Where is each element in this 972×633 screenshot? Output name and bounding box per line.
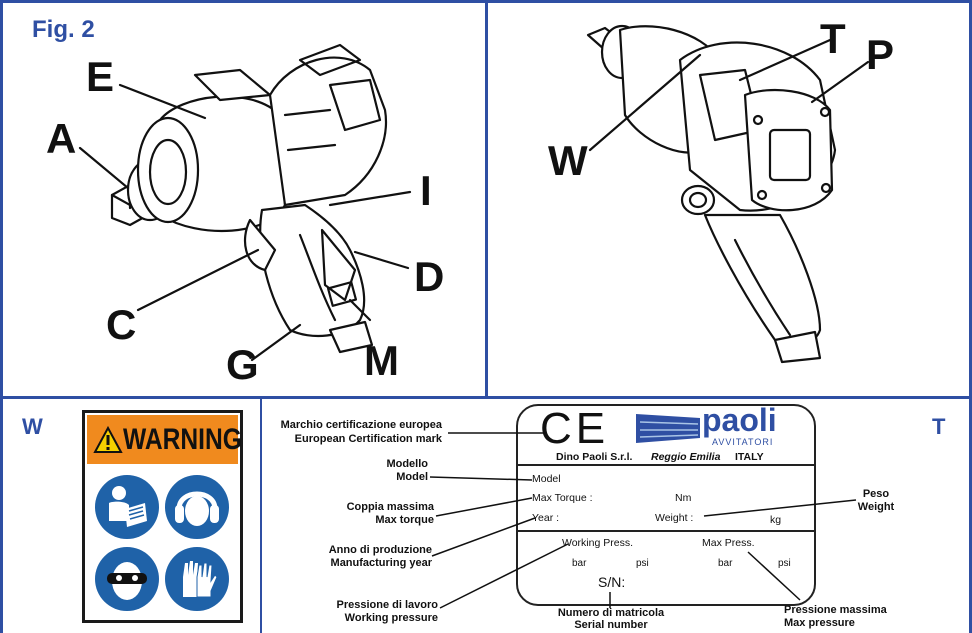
part-letter-d: D <box>414 253 445 300</box>
plate-company: Dino Paoli S.r.l. <box>556 451 633 463</box>
brand-name: paoli <box>702 402 777 438</box>
label-torque-en: Max torque <box>375 514 434 526</box>
label-year-en: Manufacturing year <box>330 557 432 569</box>
impact-wrench-front-drawing <box>78 43 412 362</box>
part-letter-c: C <box>106 301 137 348</box>
label-model-it: Modello <box>386 458 428 470</box>
warning-sticker: WARNING <box>82 410 243 623</box>
eye-protection-icon <box>95 547 159 611</box>
warning-header: WARNING <box>87 415 242 464</box>
gloves-icon <box>165 547 229 611</box>
label-weight-en: Weight <box>857 501 895 513</box>
plate-country: ITALY <box>735 451 764 463</box>
label-model-en: Model <box>396 471 428 483</box>
frame-right <box>969 0 972 633</box>
label-wpress-en: Working pressure <box>344 612 438 624</box>
brand-subtitle: AVVITATORI <box>712 437 774 447</box>
label-cert-en: European Certification mark <box>294 433 442 445</box>
label-weight-it: Peso <box>862 488 890 500</box>
ear-protection-icon <box>165 475 229 539</box>
plate-nm: Nm <box>675 492 692 504</box>
label-maxp-en: Max pressure <box>784 617 855 629</box>
part-letter-t: T <box>820 15 846 62</box>
plate-working-press: Working Press. <box>562 537 633 549</box>
label-maxp-it: Pressione massima <box>784 604 887 616</box>
plate-divider-mid <box>517 530 815 532</box>
label-serial-en: Serial number <box>574 619 648 631</box>
part-letter-w: W <box>548 137 588 184</box>
ce-mark: CE <box>540 404 610 453</box>
plate-year: Year : <box>532 512 560 524</box>
frame-left <box>0 0 3 633</box>
plate-bar-2: bar <box>718 558 733 569</box>
label-torque-it: Coppia massima <box>346 501 434 513</box>
frame-divider-horizontal <box>0 396 972 399</box>
part-letter-a: A <box>46 115 77 162</box>
frame-divider-vertical <box>485 0 488 398</box>
impact-wrench-rear-drawing <box>586 24 870 364</box>
label-year-it: Anno di produzione <box>328 544 432 556</box>
plate-kg: kg <box>770 514 782 526</box>
plate-serial: S/N: <box>598 574 626 590</box>
label-serial-it: Numero di matricola <box>557 607 665 619</box>
figure-label: Fig. 2 <box>32 16 95 43</box>
plate-psi-2: psi <box>778 558 791 569</box>
plate-psi-1: psi <box>636 558 649 569</box>
label-cert-it: Marchio certificazione europea <box>280 419 442 431</box>
section-w-letter: W <box>22 414 43 439</box>
plate-divider-top <box>517 464 815 466</box>
section-t-letter: T <box>932 414 946 439</box>
plate-weight: Weight : <box>655 512 694 524</box>
warning-text: WARNING <box>123 423 242 456</box>
frame-divider-lower <box>260 398 262 633</box>
plate-max-torque: Max Torque : <box>532 492 593 504</box>
label-wpress-it: Pressione di lavoro <box>336 599 438 611</box>
read-manual-icon <box>95 475 159 539</box>
part-letter-i: I <box>420 167 432 214</box>
part-letter-p: P <box>866 31 895 78</box>
part-letter-m: M <box>364 337 399 384</box>
plate-bar-1: bar <box>572 558 587 569</box>
part-letter-g: G <box>226 341 259 388</box>
plate-max-press: Max Press. <box>702 537 755 549</box>
part-letter-e: E <box>86 53 115 100</box>
plate-model: Model <box>532 473 561 485</box>
plate-city: Reggio Emilia <box>651 451 721 463</box>
warning-triangle-icon <box>93 426 123 453</box>
